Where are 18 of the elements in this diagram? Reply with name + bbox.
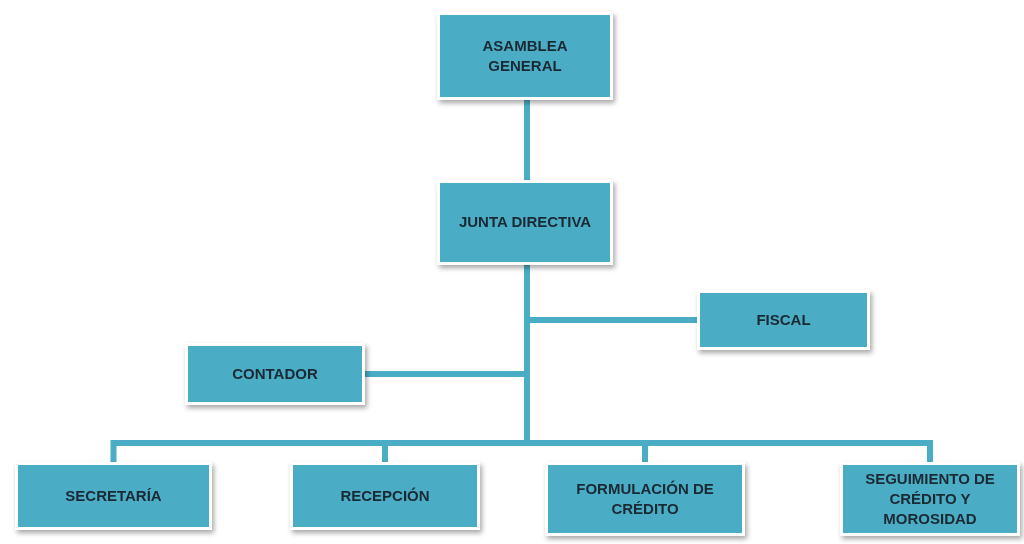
box-label: SECRETARÍA bbox=[65, 485, 162, 506]
connector-line bbox=[524, 265, 933, 462]
org-box bbox=[290, 462, 480, 530]
box-label: ASAMBLEA GENERAL bbox=[481, 35, 569, 76]
box-label: FISCAL bbox=[756, 309, 811, 330]
org-box bbox=[15, 462, 212, 530]
connector-line bbox=[524, 100, 530, 180]
org-box bbox=[437, 12, 613, 100]
org-box bbox=[840, 462, 1020, 536]
org-box bbox=[697, 290, 870, 350]
box-label: JUNTA DIRECTIVA bbox=[458, 212, 592, 233]
org-box bbox=[185, 343, 365, 405]
box-label: RECEPCIÓN bbox=[340, 485, 430, 506]
box-label: FORMULACIÓN DE CRÉDITO bbox=[575, 478, 715, 519]
org-box bbox=[545, 462, 745, 536]
box-label: SEGUIMIENTO DE CRÉDITO Y MOROSIDAD bbox=[864, 468, 996, 530]
box-label: CONTADOR bbox=[232, 363, 318, 384]
org-box bbox=[437, 180, 613, 265]
